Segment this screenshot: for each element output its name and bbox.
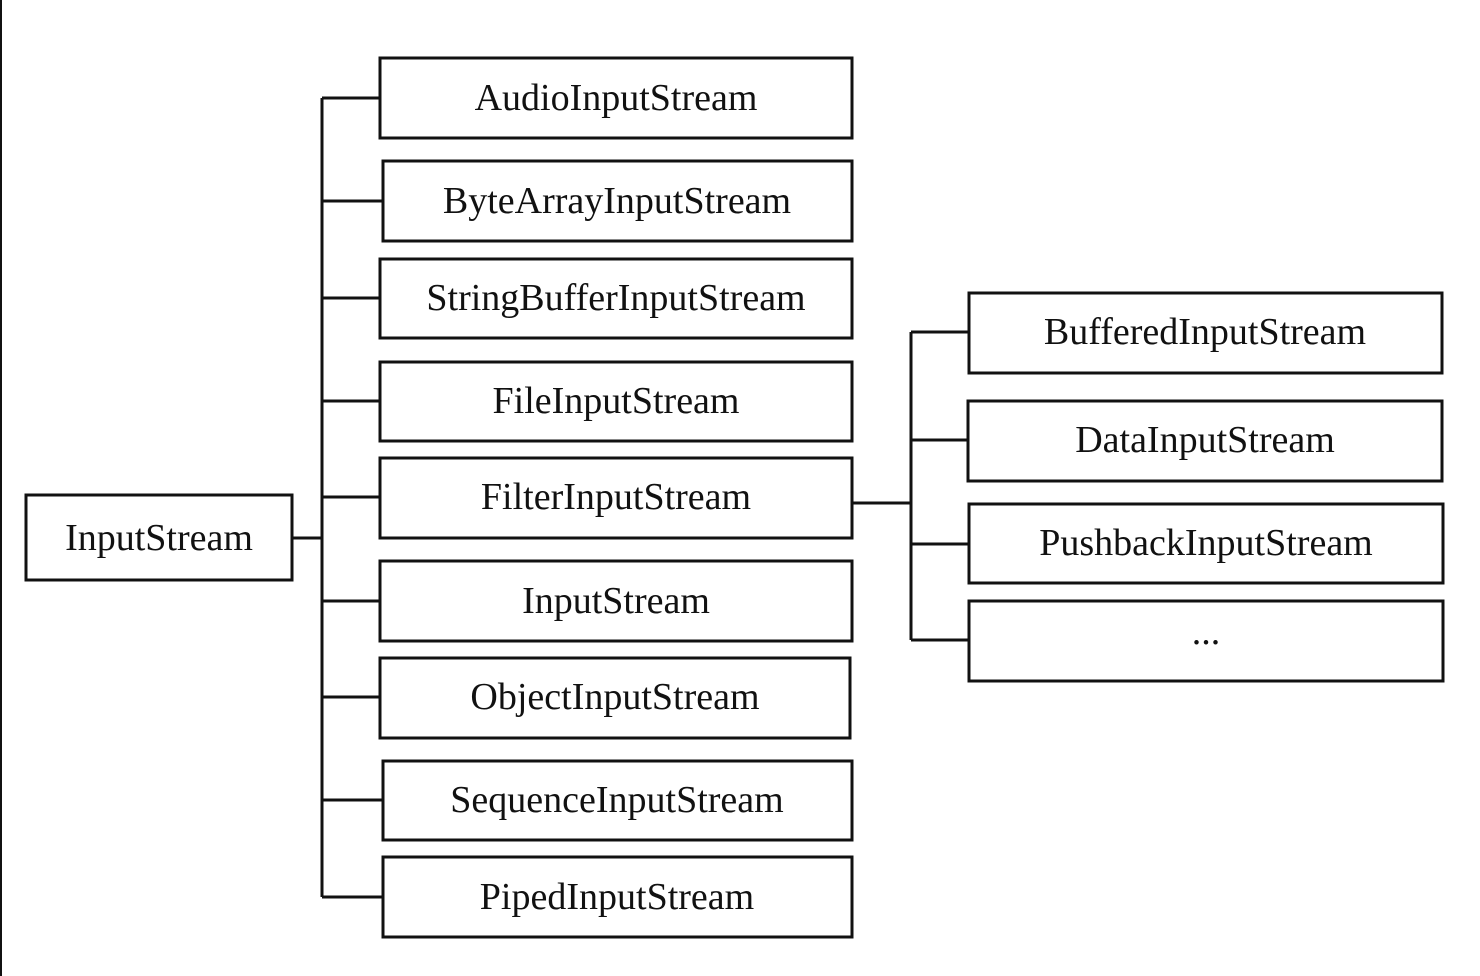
subclass-node: SequenceInputStream xyxy=(381,759,854,842)
subclass-node: ObjectInputStream xyxy=(378,656,852,740)
subclass-node-box xyxy=(378,559,854,643)
root-connectors xyxy=(292,96,383,899)
subclass-node-label: SequenceInputStream xyxy=(450,779,783,821)
subclass-node: FileInputStream xyxy=(378,360,854,443)
subclass-node-label: ObjectInputStream xyxy=(470,676,759,718)
filter-subclass-node-label: DataInputStream xyxy=(1075,419,1335,461)
subclass-node: FilterInputStream xyxy=(378,456,854,540)
subclass-node-box xyxy=(381,855,854,939)
root-node: InputStream xyxy=(24,493,294,582)
subclass-node-label: FileInputStream xyxy=(493,380,740,422)
subclass-node: AudioInputStream xyxy=(378,56,854,140)
root-node-box xyxy=(24,493,294,582)
subclass-node-label: PipedInputStream xyxy=(480,876,754,918)
filter-subclass-node: BufferedInputStream xyxy=(967,291,1444,375)
subclass-node: InputStream xyxy=(378,559,854,643)
filter-subclass-node-label: ... xyxy=(1192,611,1221,653)
filter-subclass-node: ... xyxy=(967,599,1445,683)
filter-subclass-node: PushbackInputStream xyxy=(967,502,1445,585)
subclass-node-label: FilterInputStream xyxy=(481,476,751,518)
subclass-node: StringBufferInputStream xyxy=(378,257,854,340)
root-node-label: InputStream xyxy=(65,517,253,559)
subclass-node-label: InputStream xyxy=(522,580,710,622)
subclass-node: PipedInputStream xyxy=(381,855,854,939)
subclass-node-label: AudioInputStream xyxy=(475,77,758,119)
subclass-node-box xyxy=(378,456,854,540)
filter-subclass-node-label: PushbackInputStream xyxy=(1039,522,1373,564)
subclass-node-label: ByteArrayInputStream xyxy=(443,180,791,222)
filter-subclass-node-box xyxy=(966,399,1444,483)
subclass-node: ByteArrayInputStream xyxy=(381,159,854,243)
filter-connectors xyxy=(852,330,969,642)
filter-subclass-node-box xyxy=(967,291,1444,375)
subclass-node-box xyxy=(381,159,854,243)
subclass-node-box xyxy=(381,759,854,842)
filter-subclass-node: DataInputStream xyxy=(966,399,1444,483)
filter-subclass-node-box xyxy=(967,599,1445,683)
subclass-node-box xyxy=(378,257,854,340)
filter-subclass-node-box xyxy=(967,502,1445,585)
filter-subclass-node-label: BufferedInputStream xyxy=(1044,311,1366,353)
subclass-node-box xyxy=(378,56,854,140)
subclass-node-box xyxy=(378,360,854,443)
subclass-node-box xyxy=(378,656,852,740)
subclass-node-label: StringBufferInputStream xyxy=(426,277,805,319)
